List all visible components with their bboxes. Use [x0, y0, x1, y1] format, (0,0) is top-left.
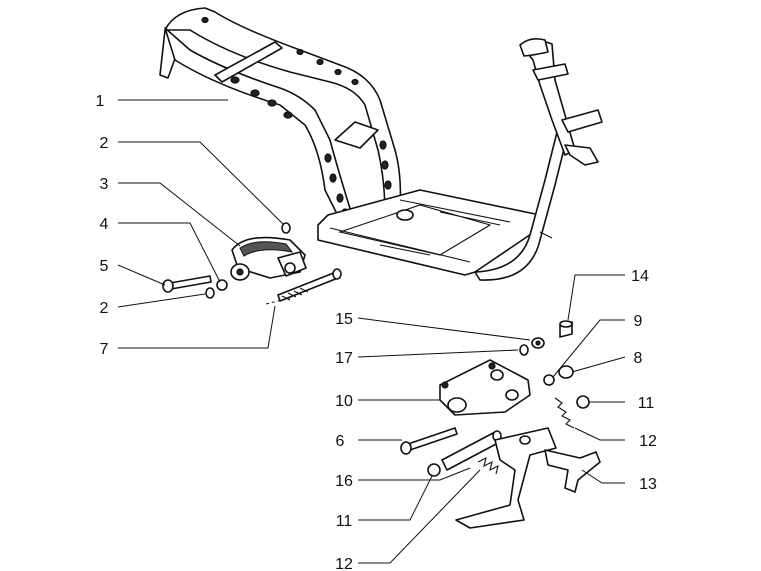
callout-9: 9: [634, 313, 643, 330]
callout-12-right: 12: [639, 433, 657, 450]
bolt-part-6: [400, 427, 458, 455]
engine-mount-bracket: [230, 236, 307, 281]
callout-11-left: 11: [336, 513, 353, 530]
callout-3: 3: [100, 176, 109, 193]
spring-part-12-right: [554, 397, 575, 429]
washer-part-9: [543, 374, 555, 386]
callout-15: 15: [335, 311, 353, 328]
washer-part-17: [519, 344, 529, 356]
callout-2-lower: 2: [100, 300, 109, 317]
bushing-part-2-upper: [281, 222, 291, 234]
clip-part-11-left: [427, 463, 441, 477]
bushing-part-4: [216, 279, 228, 291]
callout-12-left: 12: [335, 556, 353, 571]
callout-7: 7: [100, 341, 109, 358]
bushing-part-2-lower: [205, 287, 215, 299]
frame-part: [159, 7, 603, 281]
callout-6: 6: [336, 433, 345, 450]
callout-labels: 1 2 3 4 5 2 7 14 15 9 17 8 10 11 6 12 16…: [96, 93, 657, 571]
center-stand-part-13: [455, 427, 601, 529]
leader-lines: [117, 99, 626, 564]
callout-14: 14: [631, 268, 649, 285]
callout-2-upper: 2: [100, 135, 109, 152]
callout-8: 8: [634, 350, 643, 367]
spring-part-12-left: [477, 456, 499, 475]
callout-10: 10: [335, 393, 353, 410]
callout-4: 4: [100, 216, 109, 233]
bolt-part-14: [559, 320, 573, 338]
stud-part-7: [277, 268, 342, 302]
callout-13: 13: [639, 476, 657, 493]
callout-1: 1: [96, 93, 105, 110]
clip-part-11-right: [576, 395, 590, 409]
callout-11-right: 11: [638, 395, 655, 412]
washer-part-15: [531, 337, 545, 349]
callout-16: 16: [335, 473, 353, 490]
callout-17: 17: [335, 350, 353, 367]
bolt-part-5: [162, 275, 212, 293]
callout-5: 5: [100, 258, 109, 275]
stand-bracket-part-10: [439, 359, 531, 416]
